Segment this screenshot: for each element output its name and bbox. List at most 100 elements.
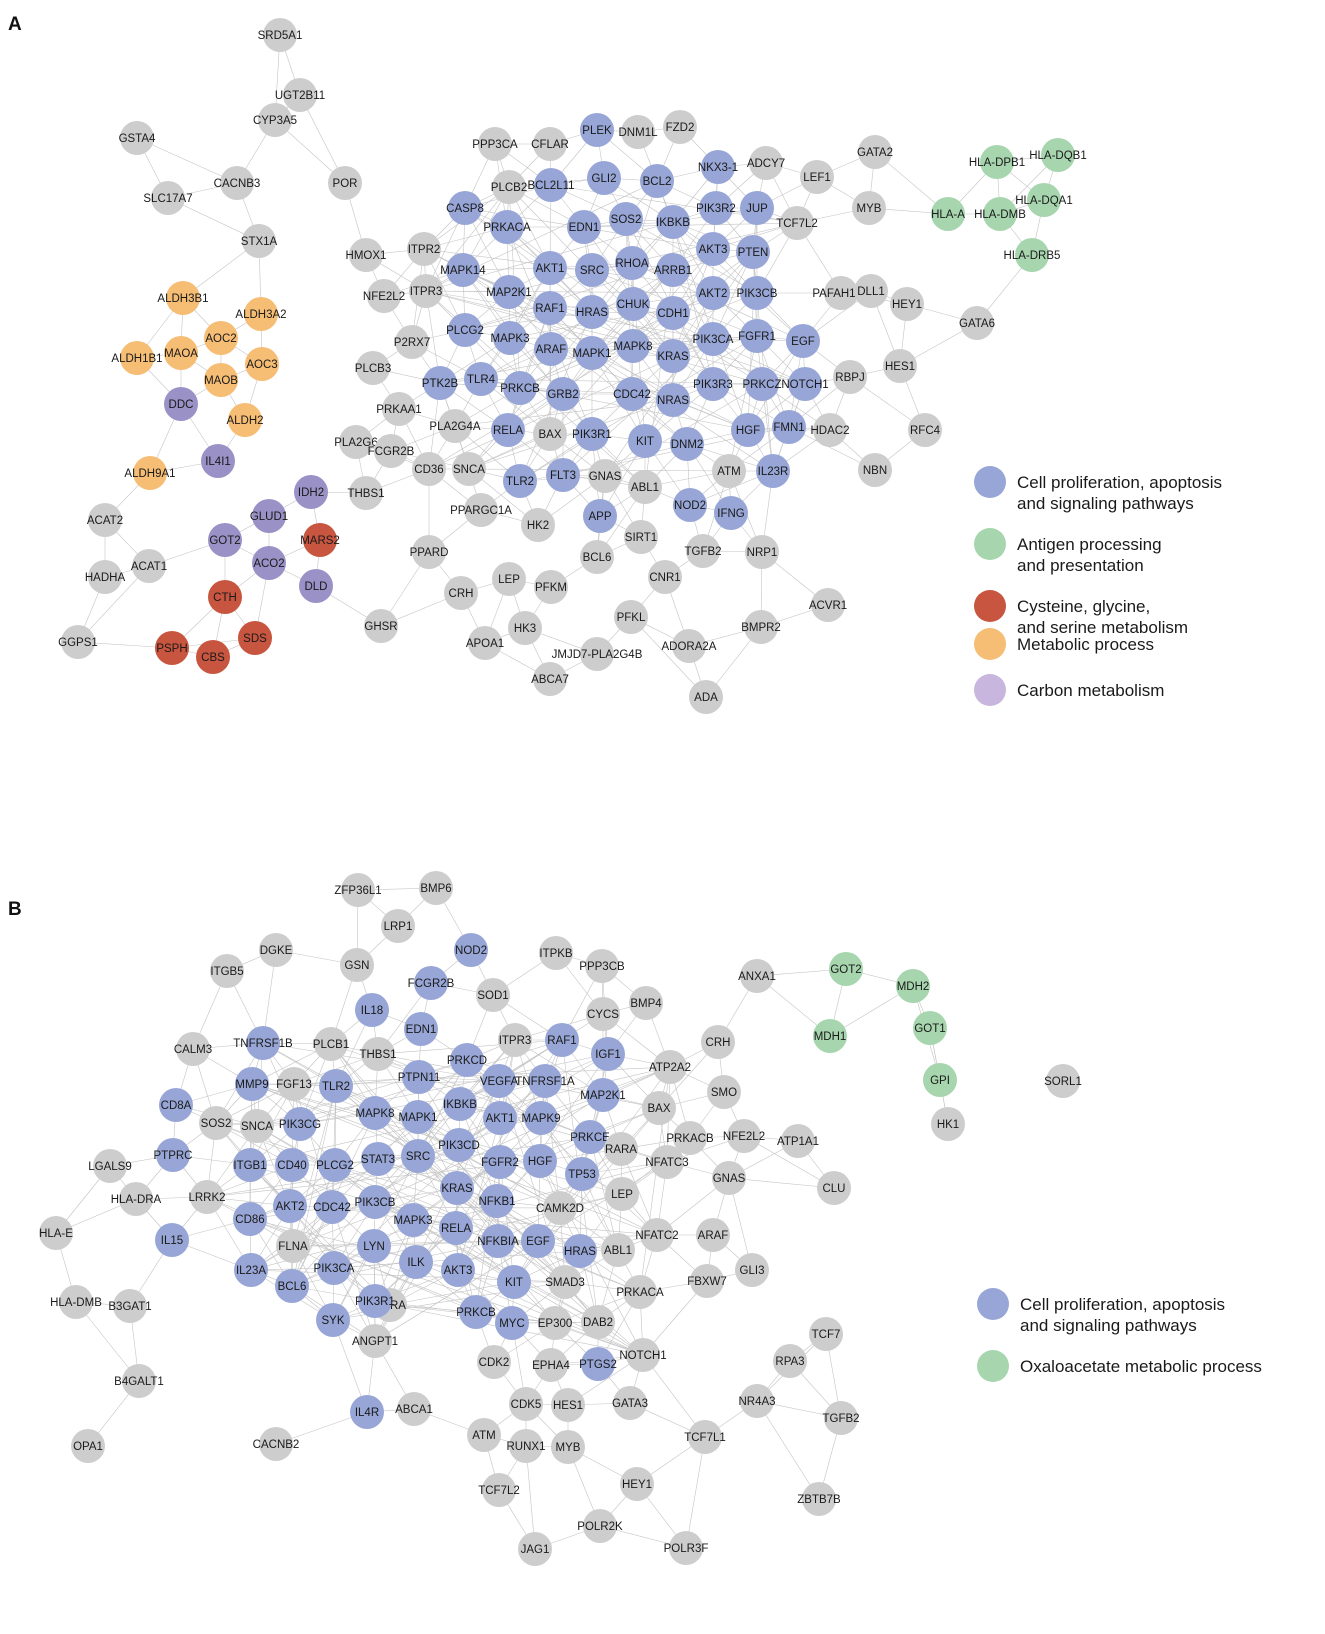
- node-circle: [533, 127, 567, 161]
- node-plcb1: PLCB1: [313, 1027, 349, 1061]
- node-label: NRP1: [747, 547, 778, 559]
- legend-label: Carbon metabolism: [1017, 681, 1164, 700]
- node-prkcb: PRKCB: [456, 1295, 496, 1329]
- node-circle: [242, 224, 276, 258]
- node-label: MAPK9: [522, 1113, 561, 1125]
- node-pik3cg: PIK3CG: [279, 1107, 321, 1141]
- node-prkaca: PRKACA: [616, 1275, 664, 1309]
- node-circle: [586, 997, 620, 1031]
- node-label: CAMK2D: [536, 1203, 584, 1215]
- node-anxa1: ANXA1: [738, 959, 776, 993]
- node-circle: [414, 966, 448, 1000]
- node-circle: [464, 362, 498, 396]
- node-tnfrsf1b: TNFRSF1B: [233, 1026, 293, 1060]
- node-label: PLCB3: [355, 363, 391, 375]
- node-circle: [696, 322, 730, 356]
- node-gli2: GLI2: [587, 161, 621, 195]
- node-label: PRKCZ: [743, 379, 782, 391]
- node-circle: [788, 367, 822, 401]
- legend-label: Cell proliferation, apoptosis: [1020, 1295, 1225, 1314]
- node-label: PRKCB: [456, 1307, 496, 1319]
- node-circle: [545, 1023, 579, 1057]
- node-ppargc1a: PPARGC1A: [450, 493, 512, 527]
- node-label: ARAF: [698, 1230, 729, 1242]
- node-circle: [252, 499, 286, 533]
- node-circle: [199, 1106, 233, 1140]
- node-circle: [543, 1191, 577, 1225]
- node-label: TP53: [568, 1169, 596, 1181]
- node-label: CACNB2: [253, 1439, 300, 1451]
- node-label: HK2: [527, 520, 549, 532]
- node-label: LRP1: [384, 921, 413, 933]
- node-label: PIK3CB: [737, 288, 778, 300]
- node-label: SOS2: [611, 214, 642, 226]
- node-circle: [756, 454, 790, 488]
- node-label: CDC42: [313, 1202, 351, 1214]
- node-circle: [233, 1202, 267, 1236]
- node-atm: ATM: [712, 454, 746, 488]
- node-pfkm: PFKM: [534, 570, 568, 604]
- node-circle: [591, 1037, 625, 1071]
- node-circle: [132, 549, 166, 583]
- node-prkcz: PRKCZ: [743, 367, 782, 401]
- node-itpr3: ITPR3: [498, 1023, 532, 1057]
- node-label: CD8A: [161, 1100, 192, 1112]
- node-circle: [283, 78, 317, 112]
- node-casp8: CASP8: [446, 191, 484, 225]
- node-circle: [829, 952, 863, 986]
- node-sorl1: SORL1: [1044, 1064, 1082, 1098]
- node-bmpr2: BMPR2: [741, 610, 781, 644]
- node-circle: [642, 1091, 676, 1125]
- panel-b-label: B: [8, 899, 22, 920]
- node-tcf7: TCF7: [809, 1317, 843, 1351]
- node-circle: [656, 253, 690, 287]
- node-bcl2l11: BCL2L11: [527, 168, 575, 202]
- node-label: GATA6: [959, 318, 995, 330]
- node-label: JMJD7-PLA2G4B: [552, 649, 643, 661]
- node-lef1: LEF1: [800, 160, 834, 194]
- node-plcg2: PLCG2: [446, 313, 484, 347]
- node-circle: [358, 1096, 392, 1130]
- node-gpi: GPI: [923, 1063, 957, 1097]
- node-crh: CRH: [444, 576, 478, 610]
- node-circle: [563, 1234, 597, 1268]
- node-circle: [615, 246, 649, 280]
- node-circle: [656, 205, 690, 239]
- node-circle: [299, 569, 333, 603]
- node-tlr2: TLR2: [503, 464, 537, 498]
- node-circle: [663, 110, 697, 144]
- node-lrp1: LRP1: [381, 909, 415, 943]
- node-fcgr2b: FCGR2B: [408, 966, 455, 1000]
- node-acat2: ACAT2: [87, 503, 123, 537]
- node-srd5a1: SRD5A1: [258, 18, 302, 52]
- legend-item: Cysteine, glycine,and serine metabolism: [974, 590, 1188, 637]
- node-label: LYN: [363, 1241, 385, 1253]
- node-aldh3a2: ALDH3A2: [235, 297, 287, 331]
- node-abca7: ABCA7: [531, 662, 569, 696]
- node-circle: [450, 1043, 484, 1077]
- node-circle: [464, 493, 498, 527]
- node-circle: [583, 499, 617, 533]
- node-label: PTPN11: [398, 1072, 441, 1084]
- node-circle: [773, 1344, 807, 1378]
- node-ptk2b: PTK2B: [422, 366, 459, 400]
- node-circle: [854, 274, 888, 308]
- node-circle: [740, 319, 774, 353]
- legend-swatch: [974, 674, 1006, 706]
- node-label: RELA: [493, 425, 523, 437]
- node-adora2a: ADORA2A: [662, 629, 717, 663]
- node-hes1: HES1: [551, 1388, 585, 1422]
- node-label: P2RX7: [394, 337, 430, 349]
- node-mdh2: MDH2: [896, 969, 930, 1003]
- node-label: PRKACB: [666, 1133, 714, 1145]
- node-label: HLA-A: [931, 209, 965, 221]
- node-circle: [61, 625, 95, 659]
- node-circle: [155, 631, 189, 665]
- node-label: HLA-DPB1: [969, 157, 1025, 169]
- node-por: POR: [328, 166, 362, 200]
- node-gnas: GNAS: [588, 459, 622, 493]
- node-hey1: HEY1: [620, 1467, 654, 1501]
- node-label: LRRK2: [188, 1192, 225, 1204]
- node-circle: [482, 1473, 516, 1507]
